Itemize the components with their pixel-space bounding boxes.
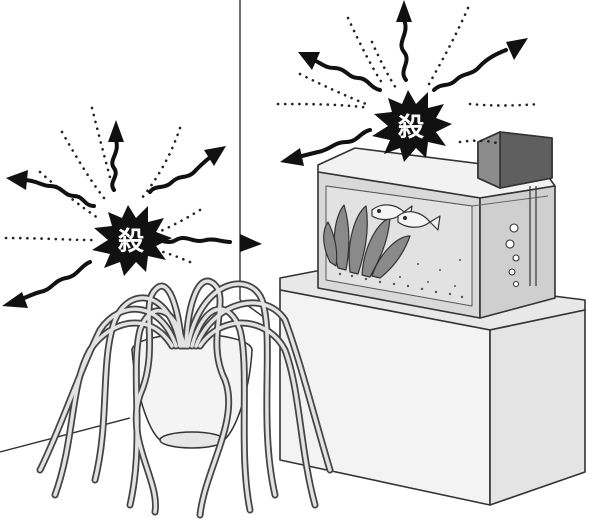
right-dotted-rays [276, 6, 542, 146]
aquarium-filter [477, 131, 553, 189]
right-burst-group: 殺 [276, 0, 542, 166]
right-arrow-heads [280, 0, 528, 166]
left-burst-label: 殺 [118, 227, 145, 257]
right-squiggle-arrows [292, 18, 508, 160]
left-burst-star [92, 205, 172, 276]
right-burst-label: 殺 [398, 113, 425, 143]
left-burst-group: 殺 [2, 106, 262, 308]
potted-plant [36, 277, 334, 519]
fish [371, 204, 441, 231]
aquarium-plant [323, 204, 411, 279]
left-arrow-heads [2, 120, 262, 308]
aquarium [317, 131, 556, 319]
right-burst-star [372, 90, 452, 162]
plant-leaves [36, 277, 334, 519]
